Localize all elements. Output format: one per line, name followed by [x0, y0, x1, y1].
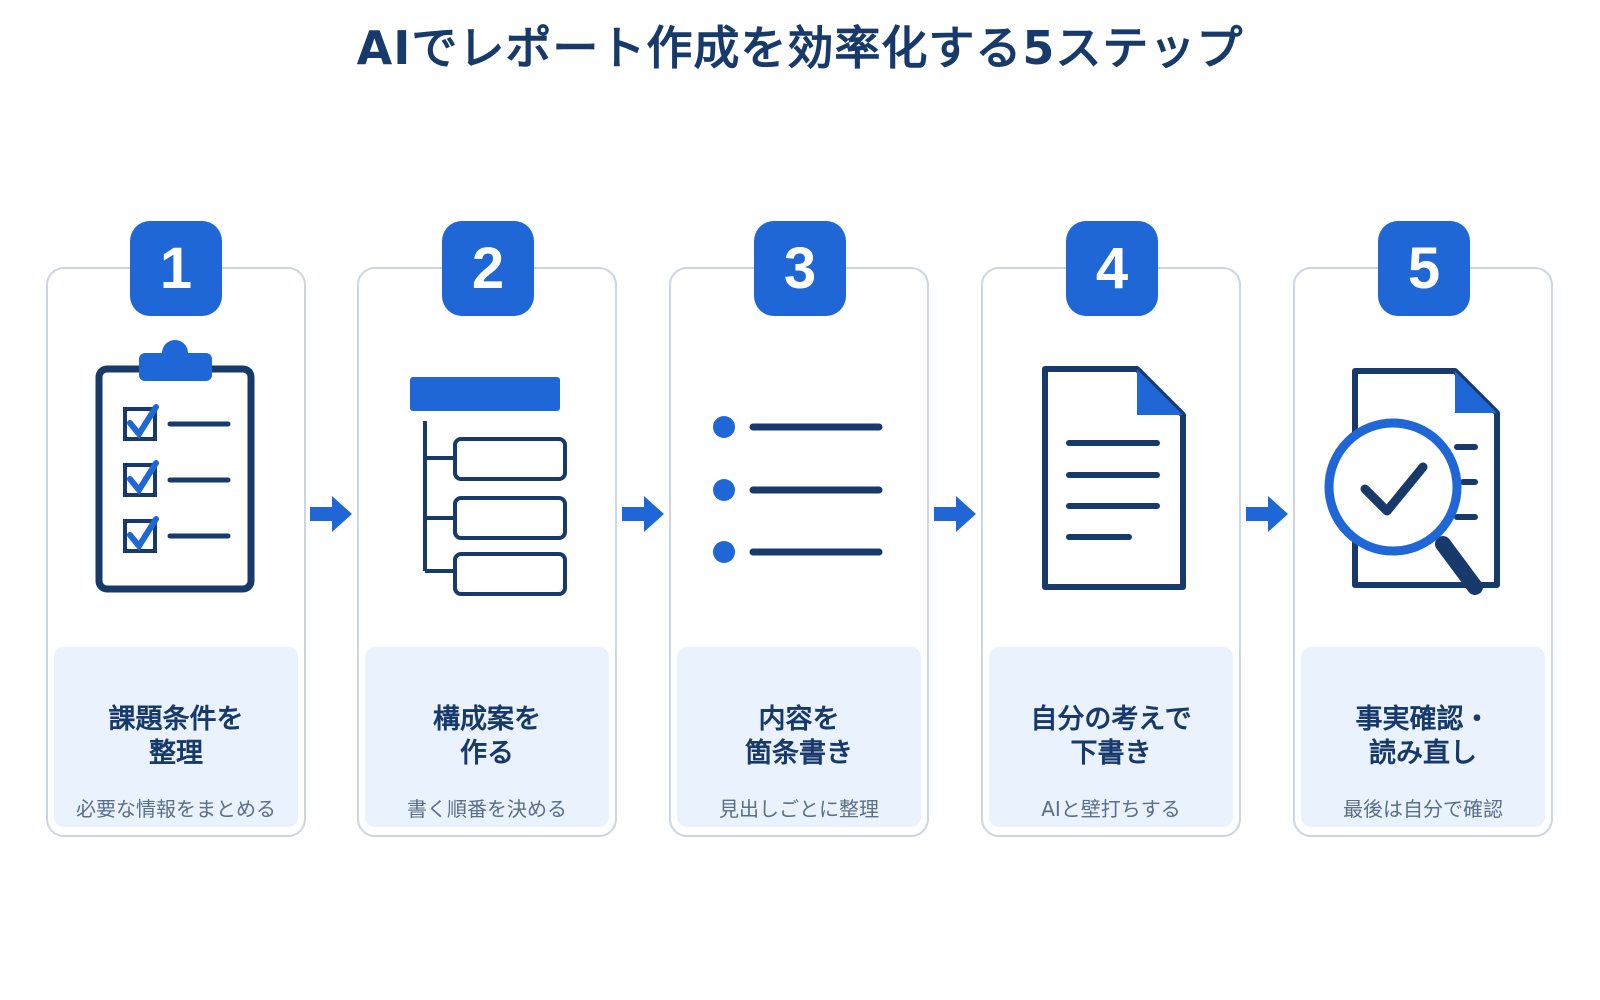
step-number-badge-5: 5 [1378, 221, 1470, 316]
step-card-4: 自分の考えで下書き AIと壁打ちする [981, 267, 1241, 837]
magnifier-check-icon [1324, 368, 1500, 595]
page-title: AIでレポート作成を効率化する5ステップ [356, 21, 1244, 75]
step-number-badge-2: 2 [442, 221, 534, 316]
step-label-panel: 課題条件を整理 必要な情報をまとめる [54, 647, 298, 827]
step-subtitle: 見出しごとに整理 [719, 797, 879, 821]
bullet-list-icon [713, 416, 883, 563]
step-subtitle: 必要な情報をまとめる [76, 797, 276, 821]
step-title: 事実確認・読み直し [1355, 704, 1491, 769]
step-subtitle: AIと壁打ちする [1041, 797, 1181, 821]
step-title: 自分の考えで下書き [1030, 704, 1192, 769]
step-label-panel: 事実確認・読み直し 最後は自分で確認 [1301, 647, 1545, 827]
arrow-right-icon [934, 496, 976, 532]
step-card-5: 事実確認・読み直し 最後は自分で確認 [1293, 267, 1553, 837]
step-subtitle: 書く順番を決める [407, 797, 567, 821]
document-draft-icon [1042, 366, 1186, 590]
arrow-right-icon [1246, 496, 1288, 532]
step-title: 構成案を作る [433, 704, 541, 769]
outline-tree-icon [410, 377, 567, 596]
step-label-panel: 自分の考えで下書き AIと壁打ちする [989, 647, 1233, 827]
step-number-badge-4: 4 [1066, 221, 1158, 316]
step-label-panel: 内容を箇条書き 見出しごとに整理 [677, 647, 921, 827]
arrow-right-icon [310, 496, 352, 532]
step-card-1: 課題条件を整理 必要な情報をまとめる [46, 267, 306, 837]
step-title: 課題条件を整理 [108, 704, 244, 769]
arrow-right-icon [622, 496, 664, 532]
step-label-panel: 構成案を作る 書く順番を決める [365, 647, 609, 827]
step-card-3: 内容を箇条書き 見出しごとに整理 [669, 267, 929, 837]
step-title: 内容を箇条書き [745, 704, 853, 769]
step-card-2: 構成案を作る 書く順番を決める [357, 267, 617, 837]
step-subtitle: 最後は自分で確認 [1343, 797, 1503, 821]
step-number-badge-3: 3 [754, 221, 846, 316]
step-number-badge-1: 1 [130, 221, 222, 316]
clipboard-checklist-icon [95, 340, 255, 593]
